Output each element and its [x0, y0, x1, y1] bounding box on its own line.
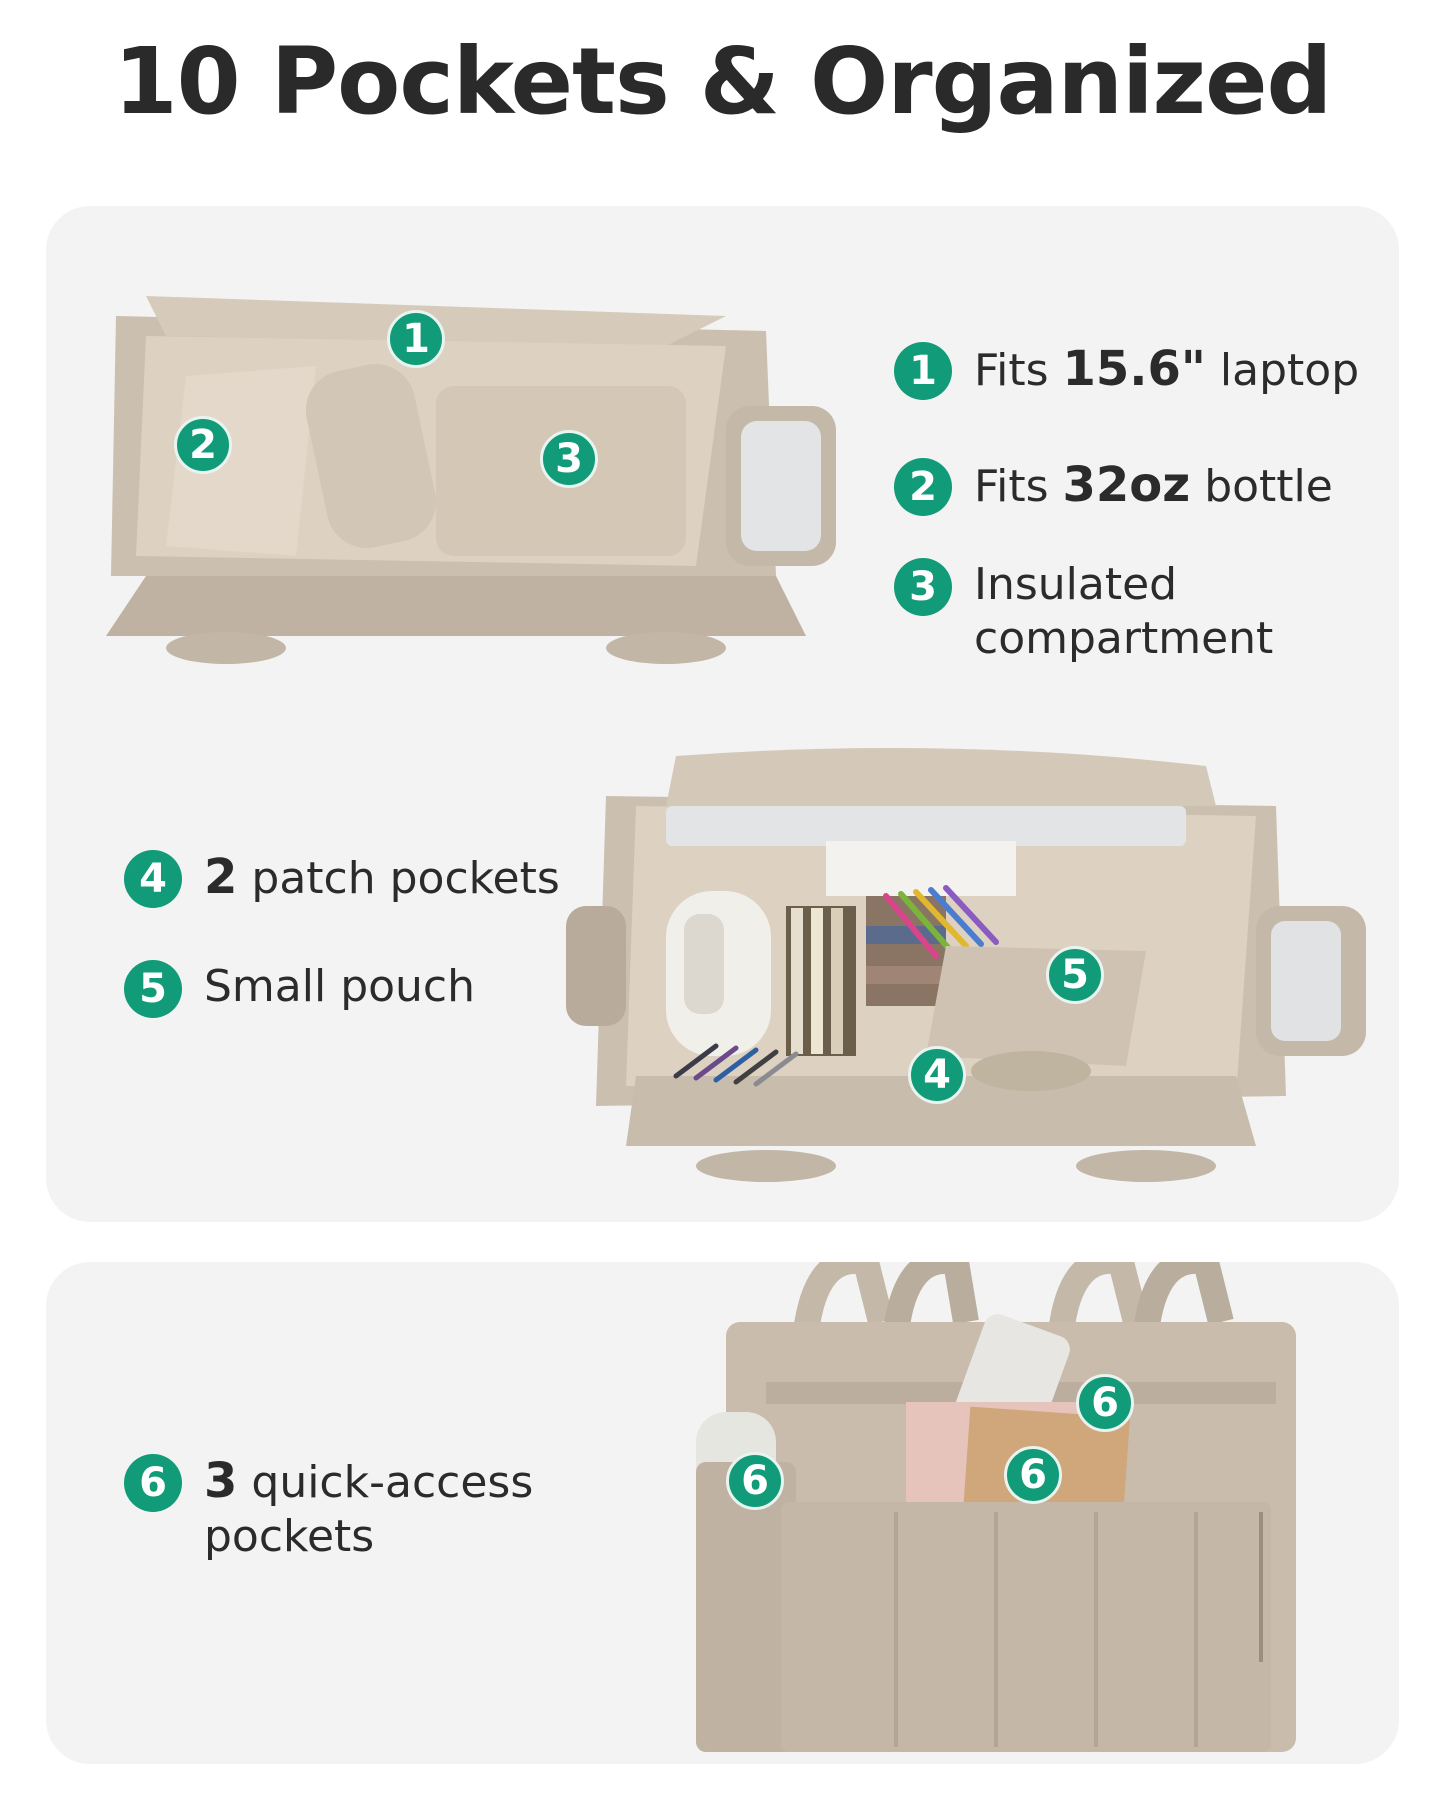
feature-badge-6: 6: [124, 1454, 182, 1512]
front-bag-image: [696, 1262, 1296, 1752]
feature-text-2: Fits 32oz bottle: [974, 457, 1333, 513]
image-badge-4: 4: [908, 1046, 966, 1104]
image-badge-1: 1: [387, 310, 445, 368]
image-badge-3: 3: [540, 430, 598, 488]
feature-4: 4 2 patch pockets: [124, 850, 560, 908]
image-badge-6a: 6: [1076, 1374, 1134, 1432]
feature-5: 5 Small pouch: [124, 960, 475, 1018]
image-badge-6c: 6: [726, 1452, 784, 1510]
feature-badge-2: 2: [894, 458, 952, 516]
feature-badge-1: 1: [894, 342, 952, 400]
feature-badge-4: 4: [124, 850, 182, 908]
feature-text-4: 2 patch pockets: [204, 849, 560, 905]
interior-panel: 1 2 3 1 Fits 15.6" laptop 2 Fits 32oz bo…: [46, 206, 1399, 1222]
feature-2: 2 Fits 32oz bottle: [894, 458, 1333, 516]
image-badge-5: 5: [1046, 946, 1104, 1004]
feature-badge-5: 5: [124, 960, 182, 1018]
feature-text-5: Small pouch: [204, 961, 476, 1012]
feature-badge-3: 3: [894, 558, 952, 616]
middle-bag-image: [566, 748, 1366, 1182]
top-bag-image: [106, 296, 836, 664]
image-badge-6b: 6: [1004, 1446, 1062, 1504]
feature-1: 1 Fits 15.6" laptop: [894, 342, 1359, 400]
feature-text-1: Fits 15.6" laptop: [974, 341, 1360, 397]
image-badge-2: 2: [174, 416, 232, 474]
page-title: 10 Pockets & Organized: [113, 28, 1333, 135]
